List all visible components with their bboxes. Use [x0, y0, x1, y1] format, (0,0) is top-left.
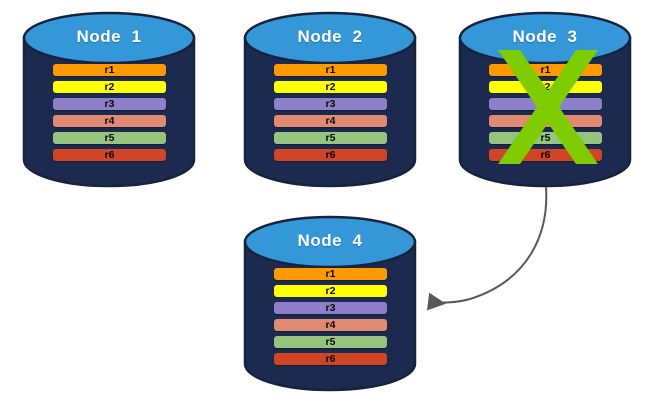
row-label: r3: [104, 98, 115, 110]
row-bar: r3: [274, 98, 387, 110]
row-bar: r2: [274, 81, 387, 93]
row-bar: r1: [274, 64, 387, 76]
row-label: r2: [104, 81, 115, 93]
row-bar: r1: [274, 268, 387, 280]
row-label: r6: [325, 149, 336, 161]
row-label: r1: [325, 64, 336, 76]
row-bar: r5: [274, 132, 387, 144]
row-label: r2: [325, 81, 336, 93]
row-label: r4: [325, 319, 336, 331]
row-label: r1: [104, 64, 115, 76]
row-label: r4: [104, 115, 115, 127]
row-label: r5: [325, 336, 336, 348]
row-bar: r2: [53, 81, 166, 93]
row-bar: r5: [53, 132, 166, 144]
row-label: r6: [104, 149, 115, 161]
row-bar: r5: [274, 336, 387, 348]
row-bar: r2: [274, 285, 387, 297]
row-bar: r4: [53, 115, 166, 127]
row-bar: r6: [274, 353, 387, 365]
row-bar: r4: [274, 115, 387, 127]
row-bar: r3: [53, 98, 166, 110]
row-label: r5: [104, 132, 115, 144]
node-2-rows: r1 r2 r3 r4 r5 r6: [274, 64, 387, 166]
row-bar: r6: [274, 149, 387, 161]
row-label: r5: [325, 132, 336, 144]
node-1-rows: r1 r2 r3 r4 r5 r6: [53, 64, 166, 166]
row-bar: r4: [274, 319, 387, 331]
row-bar: r6: [53, 149, 166, 161]
row-label: r3: [325, 302, 336, 314]
arrow-path: [426, 186, 548, 311]
row-label: r2: [325, 285, 336, 297]
row-bar: r1: [53, 64, 166, 76]
row-label: r1: [325, 268, 336, 280]
row-label: r6: [325, 353, 336, 365]
row-label: r3: [325, 98, 336, 110]
node-4-rows: r1 r2 r3 r4 r5 r6: [274, 268, 387, 370]
row-label: r4: [325, 115, 336, 127]
row-bar: r3: [274, 302, 387, 314]
